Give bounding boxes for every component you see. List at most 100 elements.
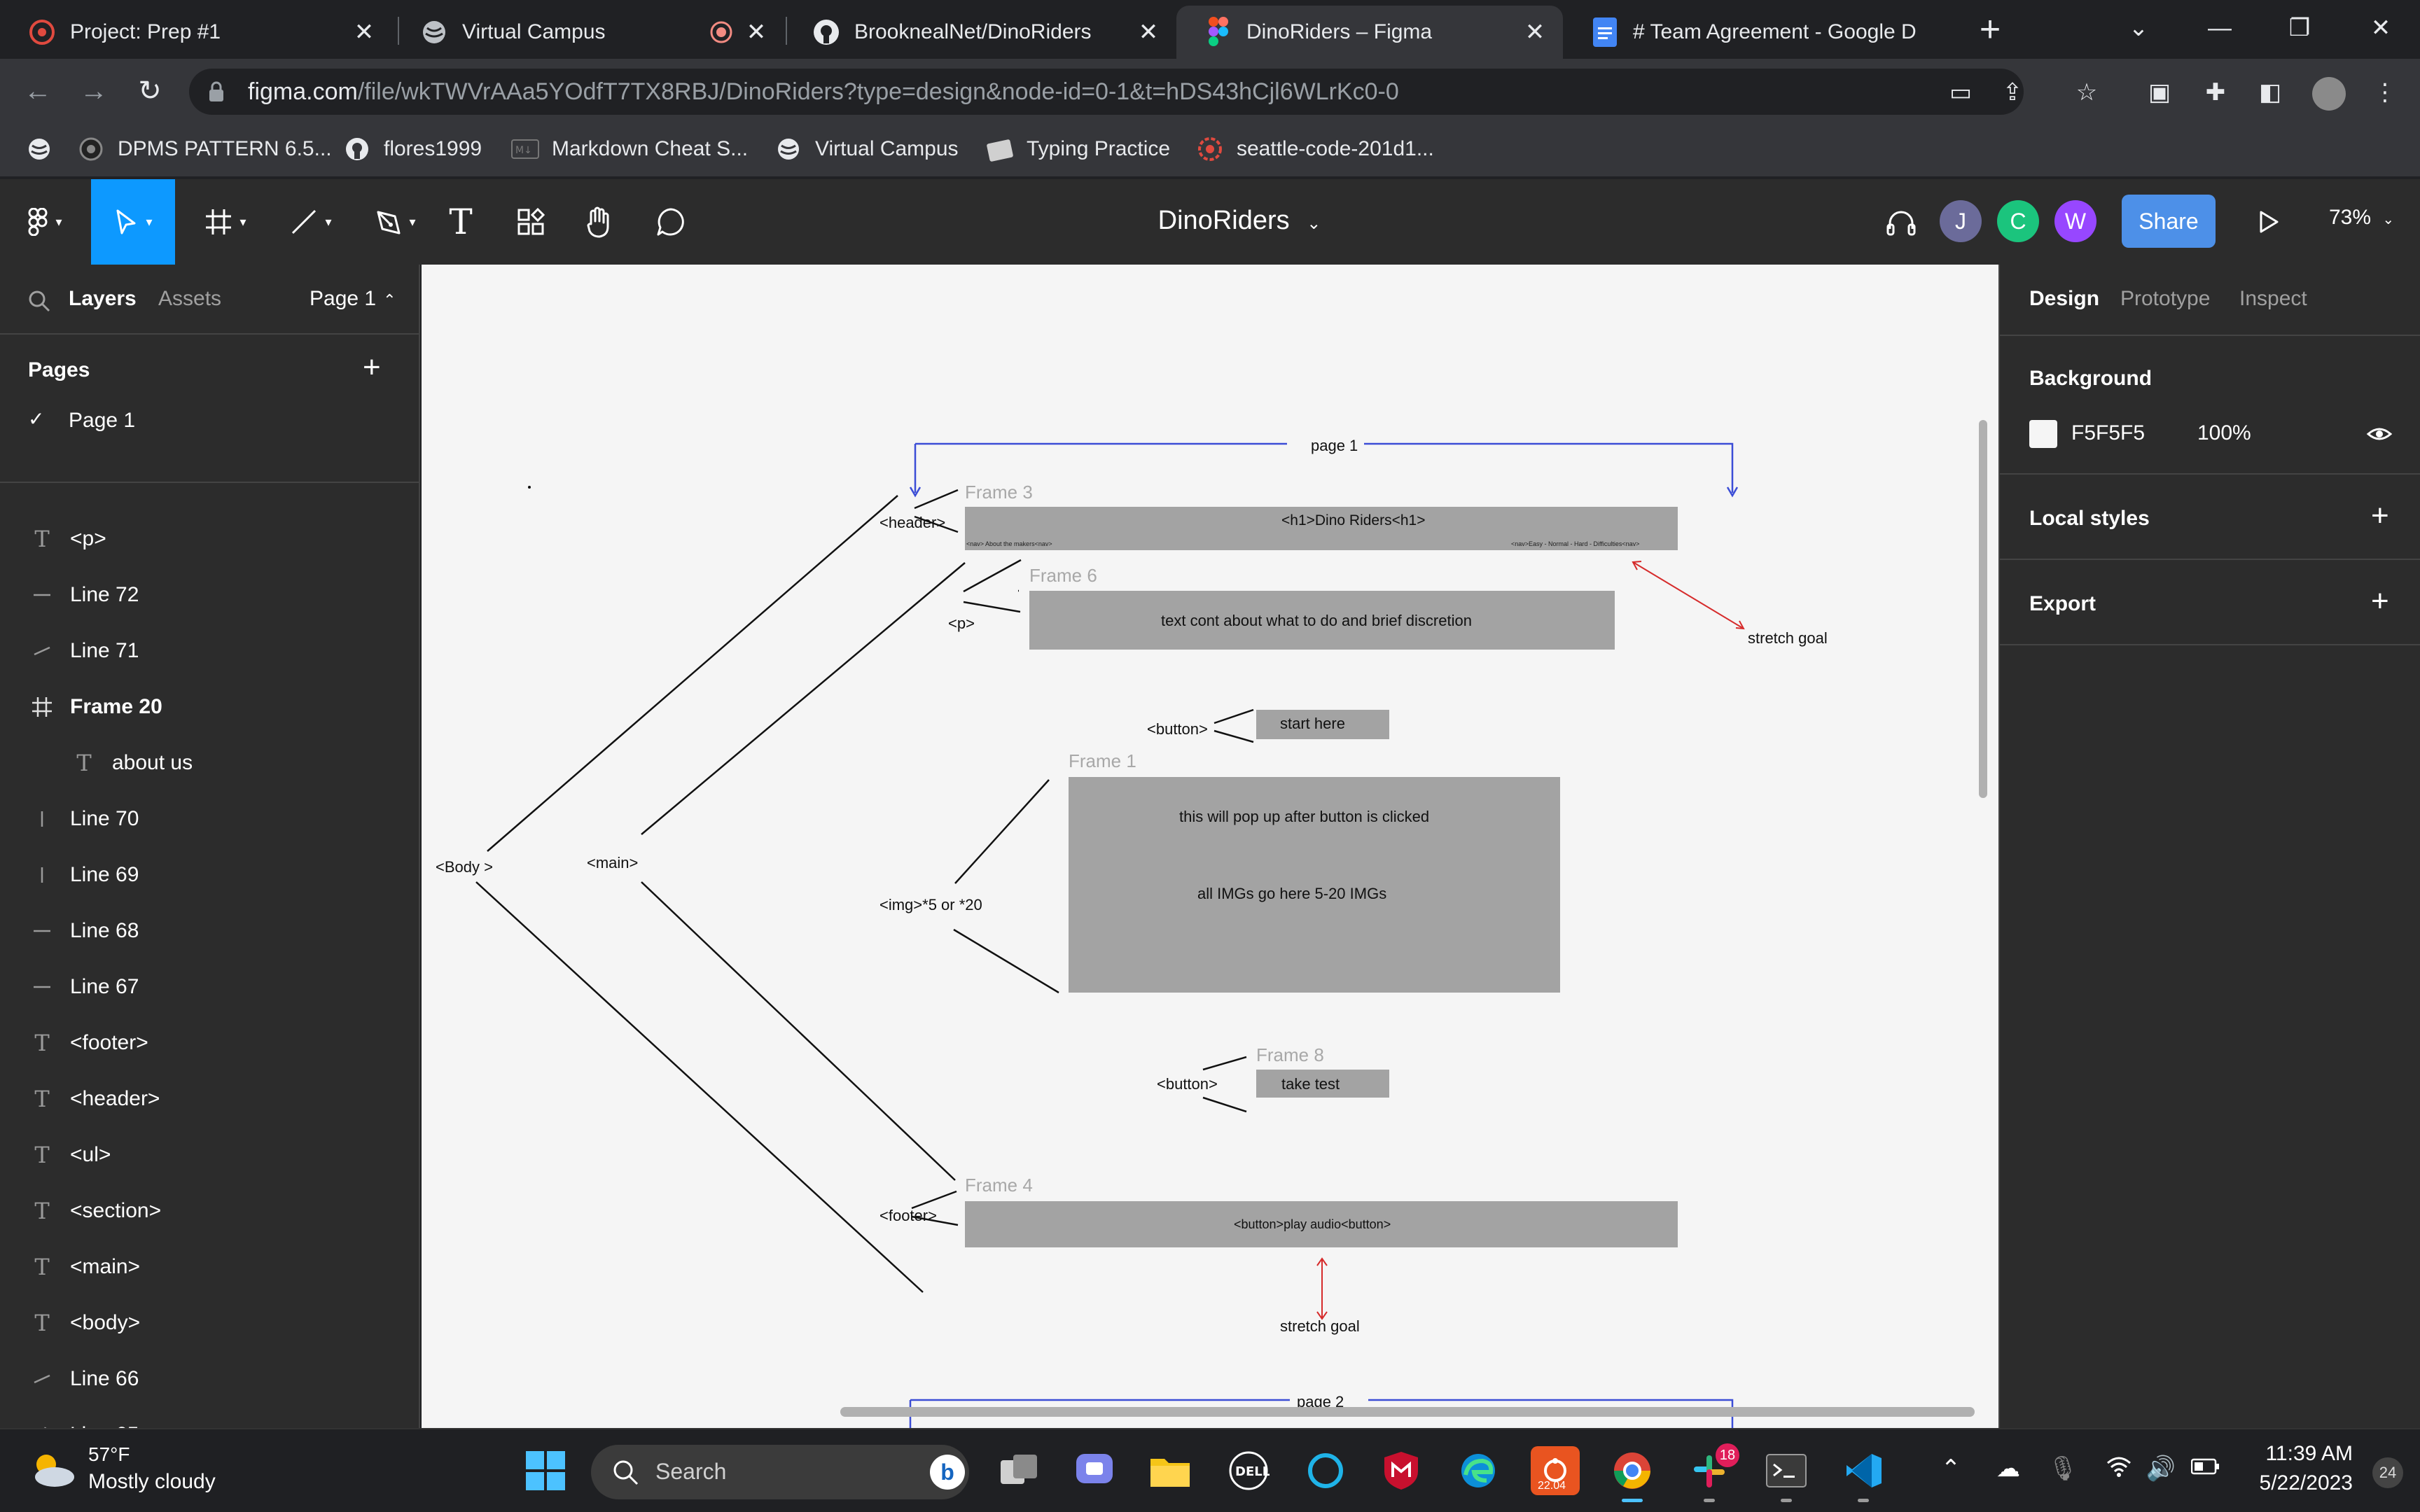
design-canvas[interactable]: page 1 Frame 3 <h1>Dino Riders<h1> <nav>… (422, 265, 1998, 1428)
battery-icon[interactable] (2189, 1455, 2223, 1482)
taskbar-search-box[interactable]: Search b (591, 1445, 969, 1499)
tab-inspect[interactable]: Inspect (2239, 287, 2307, 310)
chrome-button[interactable] (1608, 1446, 1657, 1502)
restore-icon[interactable]: ❐ (2288, 15, 2311, 41)
pen-tool[interactable]: ▾ (360, 179, 430, 265)
dell-app-button[interactable]: DELL (1224, 1446, 1273, 1495)
forward-arrow-icon[interactable]: → (80, 76, 108, 106)
layer-item[interactable]: Frame 20 (0, 679, 420, 735)
star-icon[interactable]: ☆ (2075, 79, 2098, 106)
url-input[interactable]: figma.com/file/wkTWVrAAa5YOdfT7TX8RBJ/Di… (189, 69, 2024, 115)
layer-item[interactable]: Line 68 (0, 903, 420, 959)
back-arrow-icon[interactable]: ← (24, 76, 52, 106)
background-hex-input[interactable]: F5F5F5 (2071, 421, 2146, 444)
side-panel-icon[interactable]: ◧ (2258, 79, 2282, 106)
bookmark-dpms[interactable]: DPMS PATTERN 6.5... (77, 132, 332, 167)
layer-item[interactable]: T<ul> (0, 1127, 420, 1183)
present-button[interactable] (2248, 179, 2290, 265)
layer-item[interactable]: T<main> (0, 1239, 420, 1295)
bookmark-virtual-campus[interactable]: Virtual Campus (774, 132, 959, 167)
layer-item[interactable]: Line 66 (0, 1351, 420, 1407)
page-1-bracket[interactable]: page 1 (909, 437, 1739, 498)
frame-8-label[interactable]: Frame 8 (1256, 1044, 1324, 1065)
notification-center-badge[interactable]: 24 (2372, 1457, 2403, 1488)
cloud-sun-icon[interactable] (28, 1449, 77, 1491)
weather-temperature[interactable]: 57°F (88, 1443, 130, 1465)
text-tool[interactable]: T (441, 179, 480, 265)
extension-square-icon[interactable]: ▣ (2148, 79, 2171, 106)
close-icon[interactable]: ✕ (1524, 19, 1545, 46)
layer-item[interactable]: T<footer> (0, 1015, 420, 1071)
frame-3-header-box[interactable] (965, 507, 1678, 550)
bookmark-seattle-code[interactable]: seattle-code-201d1... (1196, 132, 1434, 167)
tab-prototype[interactable]: Prototype (2120, 287, 2211, 310)
close-icon[interactable]: ✕ (354, 19, 375, 46)
windows-start-button[interactable] (521, 1446, 570, 1495)
search-icon[interactable] (28, 290, 50, 312)
comment-tool[interactable] (650, 179, 692, 265)
start-here-box[interactable] (1256, 710, 1389, 739)
zoom-dropdown[interactable]: 73% ⌄ (2329, 206, 2394, 230)
share-button[interactable]: Share (2122, 195, 2216, 248)
browser-tab-github[interactable]: BrooknealNet/DinoRiders ✕ (784, 6, 1176, 59)
weather-description[interactable]: Mostly cloudy (88, 1470, 216, 1493)
tab-layers[interactable]: Layers (69, 287, 137, 310)
add-export-button[interactable]: + (2371, 584, 2389, 618)
profile-avatar[interactable] (2312, 77, 2346, 111)
background-opacity-input[interactable]: 100% (2197, 421, 2251, 444)
background-color-swatch[interactable] (2029, 420, 2057, 448)
clock-time[interactable]: 11:39 AM (2265, 1442, 2353, 1465)
layer-item[interactable]: Line 71 (0, 623, 420, 679)
mcafee-button[interactable] (1377, 1446, 1426, 1495)
terminal-button[interactable] (1762, 1446, 1811, 1502)
shape-tool[interactable]: ▾ (276, 179, 346, 265)
move-tool[interactable]: ▾ (91, 179, 175, 265)
vscode-button[interactable] (1839, 1446, 1888, 1502)
onedrive-cloud-icon[interactable]: ☁ (1996, 1455, 2020, 1482)
slack-button[interactable]: 18 (1685, 1443, 1739, 1502)
teams-chat-button[interactable] (1070, 1446, 1119, 1495)
layer-item[interactable]: T<header> (0, 1071, 420, 1127)
avatar-c[interactable]: C (1997, 200, 2039, 242)
close-icon[interactable]: ✕ (746, 19, 767, 46)
volume-icon[interactable]: 🔊 (2146, 1455, 2176, 1482)
avatar-w[interactable]: W (2054, 200, 2096, 242)
frame-6-label[interactable]: Frame 6 (1029, 565, 1097, 586)
eye-icon[interactable] (2365, 420, 2393, 448)
ubuntu-terminal-button[interactable]: 22.04 (1531, 1446, 1580, 1495)
alexa-button[interactable] (1301, 1446, 1350, 1495)
task-view-button[interactable] (994, 1446, 1043, 1495)
layer-item[interactable]: Line 67 (0, 959, 420, 1015)
new-tab-button[interactable]: + (1979, 9, 2001, 50)
horizontal-scrollbar[interactable] (840, 1407, 1975, 1417)
bookmark-home[interactable] (25, 132, 66, 167)
share-icon[interactable]: ⇪ (2002, 79, 2023, 106)
layer-item[interactable]: Line 69 (0, 847, 420, 903)
puzzle-icon[interactable]: ✚ (2205, 79, 2226, 106)
layer-item[interactable]: T<section> (0, 1183, 420, 1239)
layer-item[interactable]: T<p> (0, 511, 420, 567)
frame-4-label[interactable]: Frame 4 (965, 1175, 1033, 1196)
add-local-style-button[interactable]: + (2371, 498, 2389, 533)
document-title[interactable]: DinoRiders ⌄ (1120, 206, 1358, 236)
bing-icon[interactable]: b (930, 1455, 965, 1490)
browser-tab-project-prep[interactable]: Project: Prep #1 ✕ (0, 6, 392, 59)
tab-search-icon[interactable]: ⌄ (2128, 15, 2149, 41)
layer-item[interactable]: T<body> (0, 1295, 420, 1351)
frame-4-footer-box[interactable] (965, 1201, 1678, 1247)
frame-1-label[interactable]: Frame 1 (1069, 750, 1136, 771)
chevron-up-icon[interactable]: ⌃ (1940, 1455, 1961, 1482)
browser-tab-virtual-campus[interactable]: Virtual Campus ✕ (392, 6, 784, 59)
clipboard-icon[interactable]: ▭ (1949, 79, 1973, 106)
take-test-box[interactable] (1256, 1070, 1389, 1098)
wifi-icon[interactable] (2102, 1455, 2136, 1485)
page-item-page-1[interactable]: ✓ Page 1 (0, 396, 420, 445)
figma-main-menu[interactable]: ▾ (17, 179, 73, 265)
avatar-j[interactable]: J (1940, 200, 1982, 242)
page-selector[interactable]: Page 1⌃ (310, 287, 396, 311)
vertical-scrollbar[interactable] (1979, 420, 1987, 798)
minimize-icon[interactable]: — (2208, 15, 2232, 41)
close-icon[interactable]: ✕ (1138, 19, 1159, 46)
tab-assets[interactable]: Assets (158, 287, 222, 310)
layer-item[interactable]: Line 70 (0, 791, 420, 847)
